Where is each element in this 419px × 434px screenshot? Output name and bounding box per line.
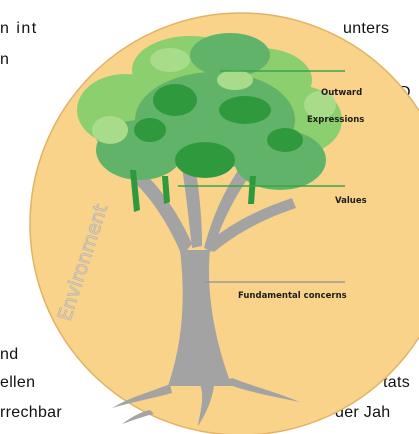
- label-fundamental-concerns: Fundamental concerns: [238, 291, 347, 301]
- label-outward: Outward: [321, 88, 362, 98]
- label-values: Values: [335, 196, 367, 206]
- label-expressions: Expressions: [307, 115, 364, 125]
